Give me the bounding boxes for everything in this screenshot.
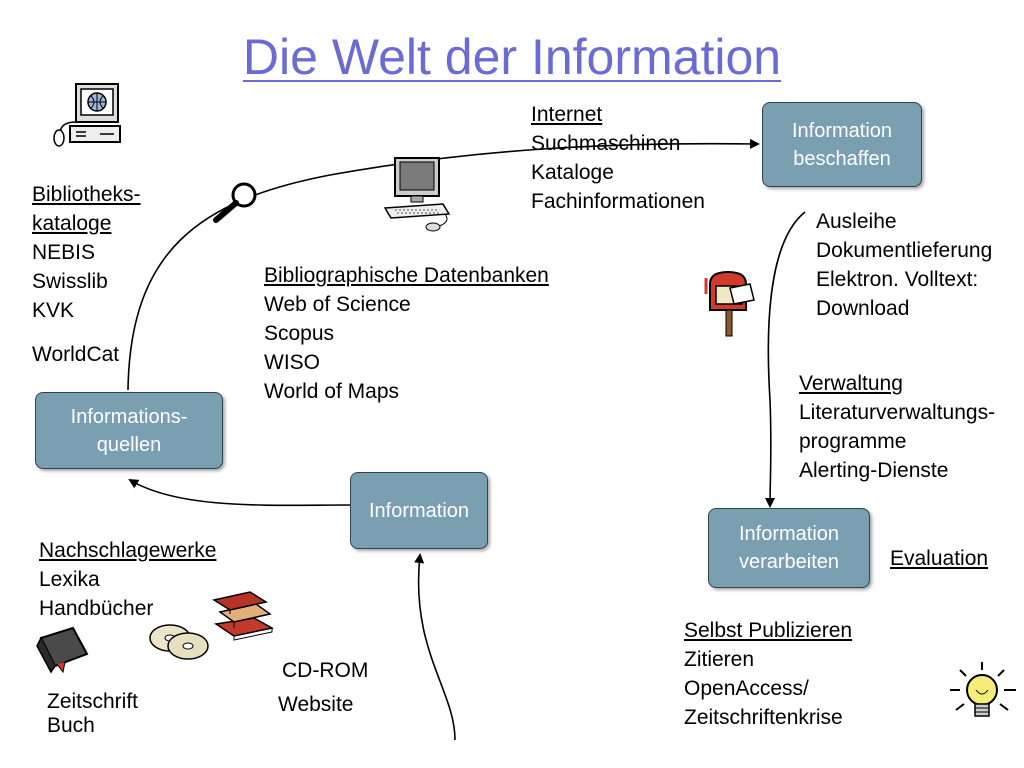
lightbulb-icon — [950, 662, 1016, 717]
zeitschrift-list: Zeitschrift Buch — [47, 690, 138, 738]
bibliothek-item: KVK — [32, 299, 75, 322]
verwaltung-item: Literaturverwaltungs- — [799, 401, 996, 424]
evaluation-label: Evaluation — [890, 547, 989, 570]
ausleihe-item: Elektron. Volltext: — [816, 268, 979, 291]
verwaltung-list: Verwaltung Literaturverwaltungs- program… — [799, 369, 995, 485]
verwaltung-item: Alerting-Dienste — [799, 459, 949, 482]
box-information: Information — [350, 472, 488, 549]
worldcat-label: WorldCat — [32, 343, 120, 366]
arrow-beschaffen-to-verarbeiten — [765, 211, 806, 508]
zeitschrift-item: Zeitschrift — [47, 690, 139, 713]
mailbox-icon — [704, 270, 755, 337]
verwaltung-heading: Verwaltung — [799, 372, 903, 395]
box-information-verarbeiten: Information verarbeiten — [708, 508, 870, 588]
datenbanken-list: Bibliographische Datenbanken Web of Scie… — [264, 261, 549, 406]
bibliothek-item: NEBIS — [32, 241, 96, 264]
ausleihe-list: Ausleihe Dokumentlieferung Elektron. Vol… — [816, 207, 992, 323]
desktop-computer-icon — [383, 157, 451, 232]
arrow-bottom-to-information — [414, 553, 456, 741]
computer-globe-icon — [53, 83, 121, 147]
cd-icon — [149, 624, 209, 660]
publizieren-list: Selbst Publizieren Zitieren OpenAccess/ … — [684, 616, 852, 732]
internet-item: Kataloge — [531, 161, 614, 184]
box-informationsquellen: Informations- quellen — [35, 392, 223, 469]
box-information-beschaffen: Information beschaffen — [762, 102, 922, 187]
bibliothek-list: Bibliotheks- kataloge NEBIS Swisslib KVK — [32, 180, 141, 325]
publizieren-item: OpenAccess/ — [684, 677, 809, 700]
page-title: Die Welt der Information — [242, 29, 782, 85]
internet-item: Fachinformationen — [531, 190, 705, 213]
publizieren-item: Zeitschriftenkrise — [684, 706, 843, 729]
arrow-information-to-quellen — [128, 478, 351, 507]
bibliothek-item: Swisslib — [32, 270, 108, 293]
nachschlage-item: Handbücher — [39, 597, 154, 620]
bibliothek-heading-2: kataloge — [32, 212, 112, 235]
publizieren-heading: Selbst Publizieren — [684, 619, 853, 642]
arrow-quellen-to-beschaffen — [127, 138, 760, 391]
zeitschrift-item: Buch — [47, 714, 95, 737]
nachschlage-heading: Nachschlagewerke — [39, 539, 217, 562]
publizieren-item: Zitieren — [684, 648, 755, 671]
books-stack-icon — [212, 591, 275, 641]
nachschlage-list: Nachschlagewerke Lexika Handbücher — [39, 536, 216, 623]
internet-heading: Internet — [531, 103, 603, 126]
internet-list: Internet Suchmaschinen Kataloge Fachinfo… — [531, 100, 705, 216]
magnifier-icon — [213, 182, 257, 223]
ausleihe-item: Dokumentlieferung — [816, 239, 993, 262]
ausleihe-item: Download — [816, 297, 910, 320]
datenbanken-item: World of Maps — [264, 380, 399, 403]
datenbanken-item: Web of Science — [264, 293, 411, 316]
verwaltung-item: programme — [799, 430, 907, 453]
ausleihe-item: Ausleihe — [816, 210, 897, 233]
book-icon — [36, 626, 89, 674]
website-label: Website — [278, 693, 354, 716]
nachschlage-item: Lexika — [39, 568, 100, 591]
bibliothek-heading: Bibliotheks- — [32, 183, 141, 206]
internet-item: Suchmaschinen — [531, 132, 681, 155]
datenbanken-item: WISO — [264, 351, 320, 374]
datenbanken-heading: Bibliographische Datenbanken — [264, 264, 549, 287]
cdrom-label: CD-ROM — [282, 659, 369, 682]
datenbanken-item: Scopus — [264, 322, 335, 345]
